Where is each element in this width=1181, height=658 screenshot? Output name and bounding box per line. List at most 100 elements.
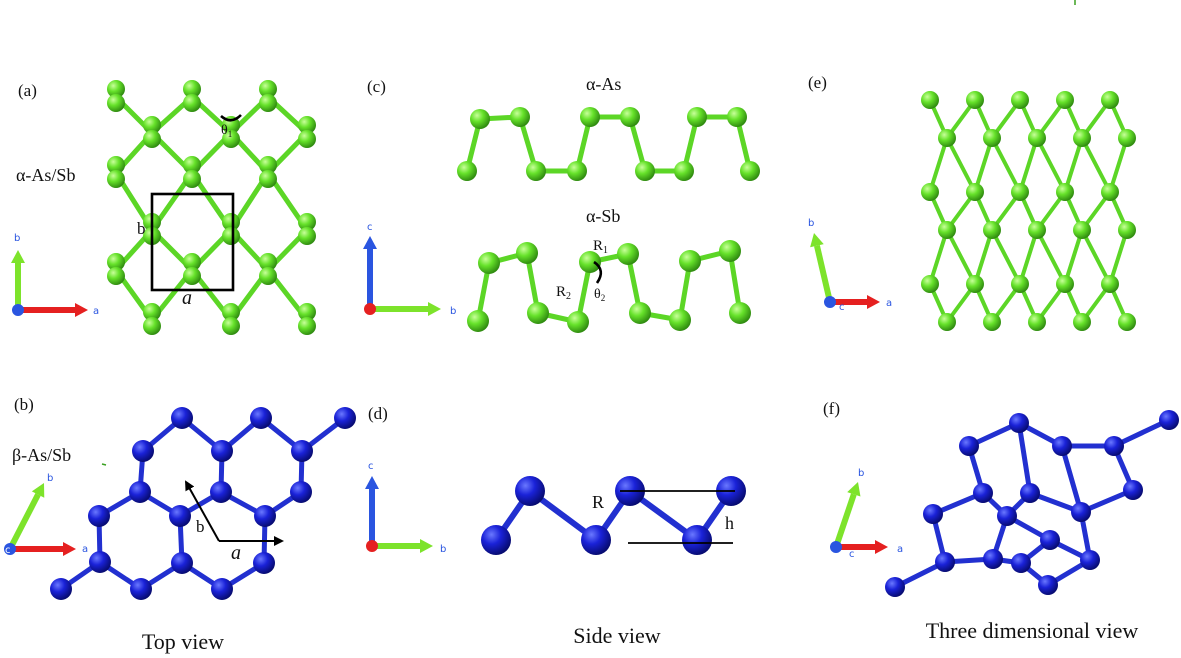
alpha-atom: [983, 313, 1001, 331]
alpha-atom: [1101, 183, 1119, 201]
axes-f-b-arrow: [833, 493, 857, 548]
axes-d-c-arrow-head: [365, 476, 379, 489]
theta1-arc: [220, 114, 242, 122]
alpha-atom: [1028, 313, 1046, 331]
beta-atom: [885, 577, 905, 597]
bond: [1080, 136, 1112, 194]
beta-atom: [983, 549, 1003, 569]
beta-a-label: a: [231, 542, 241, 564]
alpha-atom: [510, 107, 530, 127]
panel-b-tag: (b): [14, 395, 34, 414]
alpha-atom: [921, 275, 939, 293]
beta-atom: [1038, 575, 1058, 595]
theta2-arc: [593, 260, 603, 284]
beta-atom: [254, 505, 276, 527]
beta-b-label: b: [196, 517, 205, 536]
unit-cell-box: [150, 192, 235, 292]
panel-b-material: β-As/Sb: [12, 445, 71, 465]
alpha-atom: [107, 267, 125, 285]
axes-e-b-arrow-head: [810, 233, 824, 248]
bond: [973, 228, 994, 286]
alpha-atom: [143, 317, 161, 335]
beta-atom: [1052, 436, 1072, 456]
beta-atom: [1123, 480, 1143, 500]
axes-a-b-label: b: [14, 233, 20, 244]
axes-f-origin: [830, 541, 842, 553]
atomic-structures: [50, 80, 1179, 600]
beta-atom: [88, 505, 110, 527]
alpha-atom: [983, 221, 1001, 239]
alpha-atom: [1011, 91, 1029, 109]
alpha-atom: [938, 313, 956, 331]
panel-c-tag: (c): [367, 77, 386, 96]
beta-atom: [169, 505, 191, 527]
axes-b-a-arrow-head: [63, 542, 76, 556]
alpha-atom: [1118, 221, 1136, 239]
alpha-atom: [567, 161, 587, 181]
alpha-atom: [298, 213, 316, 231]
alpha-atom: [1011, 275, 1029, 293]
axes-e-c-label: c: [839, 302, 845, 313]
axes-d-c-label: c: [368, 461, 374, 472]
alpha-atom: [183, 267, 201, 285]
alpha-atom: [259, 94, 277, 112]
bond: [1063, 228, 1084, 286]
bond: [1059, 443, 1084, 515]
alpha-atom: [259, 170, 277, 188]
alpha-atom: [938, 221, 956, 239]
beta-atom: [1011, 553, 1031, 573]
bond: [1080, 228, 1112, 286]
caption-side-view: Side view: [573, 623, 660, 648]
panel-a-material: α-As/Sb: [16, 165, 75, 185]
alpha-atom: [298, 227, 316, 245]
alpha-atom: [107, 253, 125, 271]
axes-a-a-label: a: [93, 306, 99, 317]
beta-atom: [171, 552, 193, 574]
axes-b-c-label: c: [5, 545, 11, 556]
beta-atom: [973, 483, 993, 503]
beta-atom: [682, 525, 712, 555]
alpha-atom: [669, 309, 691, 331]
beta-atom: [253, 552, 275, 574]
bond: [1108, 228, 1129, 286]
axes-f-b-label: b: [858, 468, 864, 479]
bond: [1035, 136, 1067, 194]
alpha-atom: [938, 129, 956, 147]
alpha-atom: [107, 156, 125, 174]
axes-c-b-label: b: [450, 306, 456, 317]
panel-a-tag: (a): [18, 81, 37, 100]
panel-e-tag: (e): [808, 73, 827, 92]
axes-e-b-arrow: [814, 244, 833, 303]
alpha-atom: [679, 250, 701, 272]
axes-e-a-label: a: [886, 298, 892, 309]
lattice-b-vector: [185, 480, 220, 542]
alpha-atom: [259, 80, 277, 98]
alpha-atom: [1073, 129, 1091, 147]
caption-three-dimensional-view: Three dimensional view: [926, 618, 1139, 643]
beta-atom: [481, 525, 511, 555]
axes-e-a-arrow-head: [867, 295, 880, 309]
bond: [973, 136, 994, 194]
alpha-atom: [183, 156, 201, 174]
alpha-atom: [620, 107, 640, 127]
alpha-atom: [107, 94, 125, 112]
alpha-atom: [921, 183, 939, 201]
alpha-atom: [478, 252, 500, 274]
alpha-atom: [183, 94, 201, 112]
alpha-atom: [1118, 313, 1136, 331]
beta-atom: [171, 407, 193, 429]
alpha-atom: [1011, 183, 1029, 201]
bond: [990, 228, 1022, 286]
caption-top-view: Top view: [142, 629, 224, 654]
bond: [1018, 136, 1039, 194]
axes-c-c-label: c: [367, 222, 373, 233]
r2-label: R2: [556, 284, 571, 302]
axes-e-b-label: b: [808, 218, 814, 229]
alpha-atom: [1073, 313, 1091, 331]
alpha-atom: [580, 107, 600, 127]
axes-b-origin: [4, 543, 16, 555]
axes-a-b-arrow-head: [11, 250, 25, 263]
alpha-atom: [516, 242, 538, 264]
alpha-atom: [107, 80, 125, 98]
alpha-atom: [1028, 129, 1046, 147]
